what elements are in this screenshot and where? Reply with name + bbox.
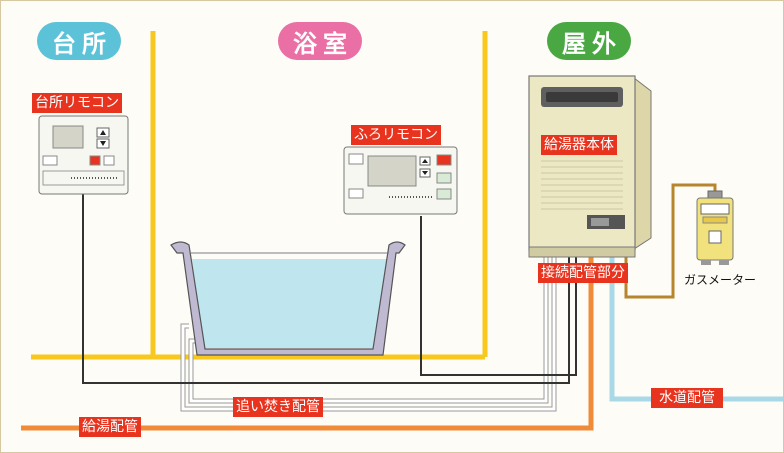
reheat-piping-label: 追い焚き配管 [233, 397, 323, 417]
bath-remote-label: ふろリモコン [351, 125, 441, 145]
zone-outdoor-label: 屋外 [547, 22, 631, 60]
gas-meter-device [696, 190, 734, 265]
gas-pipe [624, 183, 717, 299]
kitchen-remote-label: 台所リモコン [32, 93, 122, 113]
remote-cables [82, 194, 577, 384]
water-heater-unit [528, 75, 652, 258]
gas-meter-label: ガスメーター [684, 273, 757, 287]
heater-body-label: 給湯器本体 [541, 135, 617, 155]
hot-water-pipe [21, 256, 594, 431]
connection-piping-label: 接続配管部分 [538, 263, 628, 283]
hot-water-piping-label: 給湯配管 [79, 417, 141, 437]
zone-bathroom-label: 浴室 [278, 22, 362, 60]
water-piping-label: 水道配管 [651, 388, 723, 408]
reheat-pipe [180, 256, 557, 412]
bathtub [170, 241, 406, 356]
wall-lines [31, 31, 488, 360]
bath-remote-device [343, 146, 458, 215]
kitchen-remote-device [38, 115, 129, 195]
water-pipe [609, 256, 783, 402]
zone-kitchen-label: 台所 [37, 22, 121, 60]
